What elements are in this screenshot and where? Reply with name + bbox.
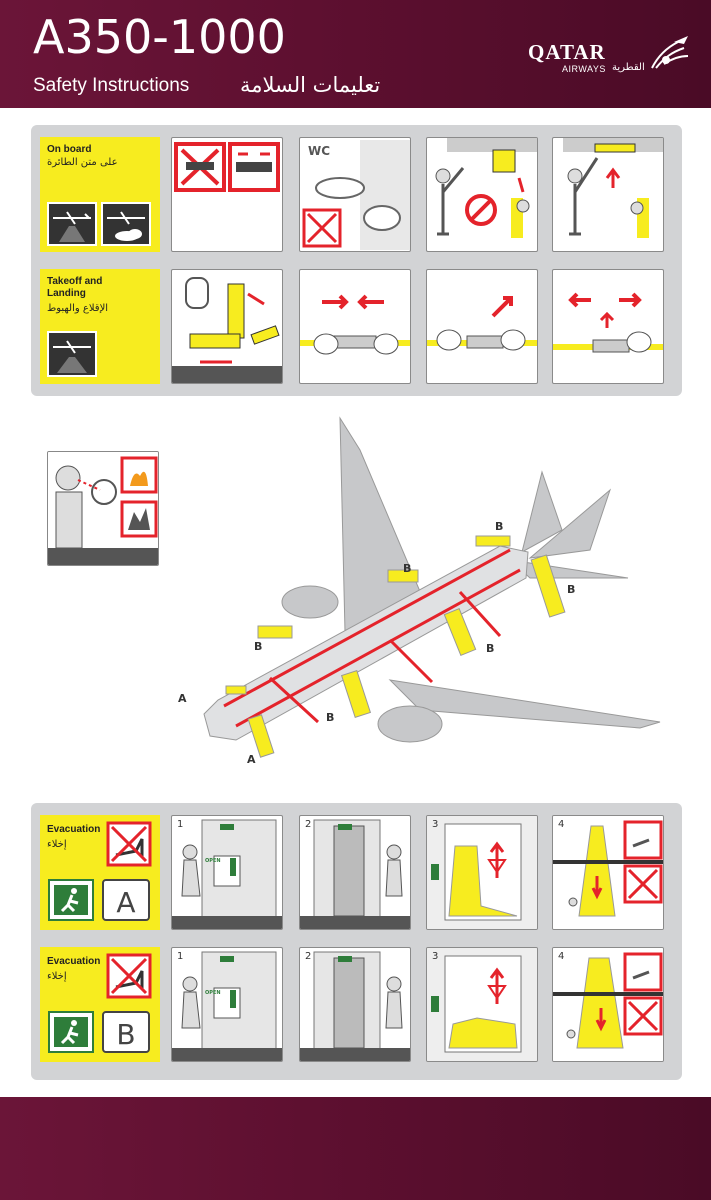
evacuation-panel: Evacuation إخلاء A 1 OPEN [31,803,682,1080]
no-high-heels-icon [106,821,152,867]
logo-subtext-arabic: القطرية [612,62,645,73]
exit-running-man-icon [48,879,94,921]
door-label-b-mid: B [403,562,412,575]
overhead-bin-card [426,137,538,252]
takeoff-label-box: Takeoff and Landing الإقلاع والهبوط [40,269,160,384]
aircraft-exit-diagram [203,416,661,758]
evac-a-step-2-number: 2 [305,819,312,830]
evac-a-step-4-number: 4 [558,819,565,830]
evac-b-label: Evacuation [47,956,101,967]
evac-a-step-1-card: 1 OPEN [171,815,283,930]
plane-landing-icon [47,331,97,377]
door-label-a-front: A [178,692,187,705]
door-label-b-left: B [254,640,263,653]
evac-a-label: Evacuation [47,824,101,835]
evac-b-step-1-number: 1 [177,951,184,962]
seatbelt-tighten-card [426,269,538,384]
evac-a-step-2-card: 2 [299,815,411,930]
plane-weather-icon [101,202,151,246]
evac-a-step-1-number: 1 [177,819,184,830]
footer-band [0,1097,711,1200]
evac-a-open-label: OPEN [205,858,221,864]
exit-running-man-icon [48,1011,94,1053]
door-label-b-center: B [486,642,495,655]
header-band: A350-1000 Safety Instructions تعليمات ال… [0,0,711,108]
door-label-b-right: B [567,583,576,596]
logo-text: QATAR [528,40,606,64]
evac-a-label-box: Evacuation إخلاء A [40,815,160,930]
plane-cruise-icon [47,202,97,246]
takeoff-label: Takeoff and Landing [47,276,103,299]
onboard-label: On board [47,144,92,155]
door-label-b-top: B [495,520,504,533]
onboard-label-box: On board على متن الطائرة [40,137,160,252]
evac-b-step-2-card: 2 [299,947,411,1062]
evac-b-label-arabic: إخلاء [47,971,67,982]
door-label-a-lower: A [247,753,256,766]
evac-a-step-4-card: 4 [552,815,664,930]
evac-b-open-label: OPEN [205,990,221,996]
takeoff-label-arabic: الإقلاع والهبوط [47,303,109,314]
oryx-icon [651,36,689,69]
onboard-label-arabic: على متن الطائرة [47,157,118,168]
no-high-heels-icon [106,953,152,999]
evac-a-label-arabic: إخلاء [47,839,67,850]
exit-letter-a-badge: A [102,879,150,921]
qatar-airways-logo: QATAR AIRWAYS القطرية [528,34,698,84]
seat-upright-card [171,269,283,384]
evac-b-step-3-number: 3 [432,951,439,962]
no-smoking-seatbelt-card [171,137,283,252]
evac-b-step-3-card: 3 [426,947,538,1062]
overhead-oxygen-card [552,137,664,252]
evac-a-step-3-card: 3 [426,815,538,930]
aircraft-title: A350-1000 [33,10,286,64]
evac-b-step-1-card: 1 OPEN [171,947,283,1062]
evac-b-label-box: Evacuation إخلاء B [40,947,160,1062]
safety-subtitle: Safety Instructions [33,75,190,96]
logo-subtext: AIRWAYS [562,64,606,74]
wc-card: WC [299,137,411,252]
seatbelt-release-card [552,269,664,384]
safety-subtitle-arabic: تعليمات السلامة [240,73,381,97]
evac-b-step-2-number: 2 [305,951,312,962]
exit-letter-b: B [116,1018,136,1051]
exit-letter-a: A [116,886,136,919]
evac-a-step-3-number: 3 [432,819,439,830]
wc-label: WC [308,144,331,158]
exit-letter-b-badge: B [102,1011,150,1053]
seatbelt-fasten-card [299,269,411,384]
evac-b-step-4-number: 4 [558,951,565,962]
door-label-b-lower: B [326,711,335,724]
window-hazard-card [47,451,159,566]
evac-b-step-4-card: 4 [552,947,664,1062]
onboard-panel: On board على متن الطائرة WC [31,125,682,396]
